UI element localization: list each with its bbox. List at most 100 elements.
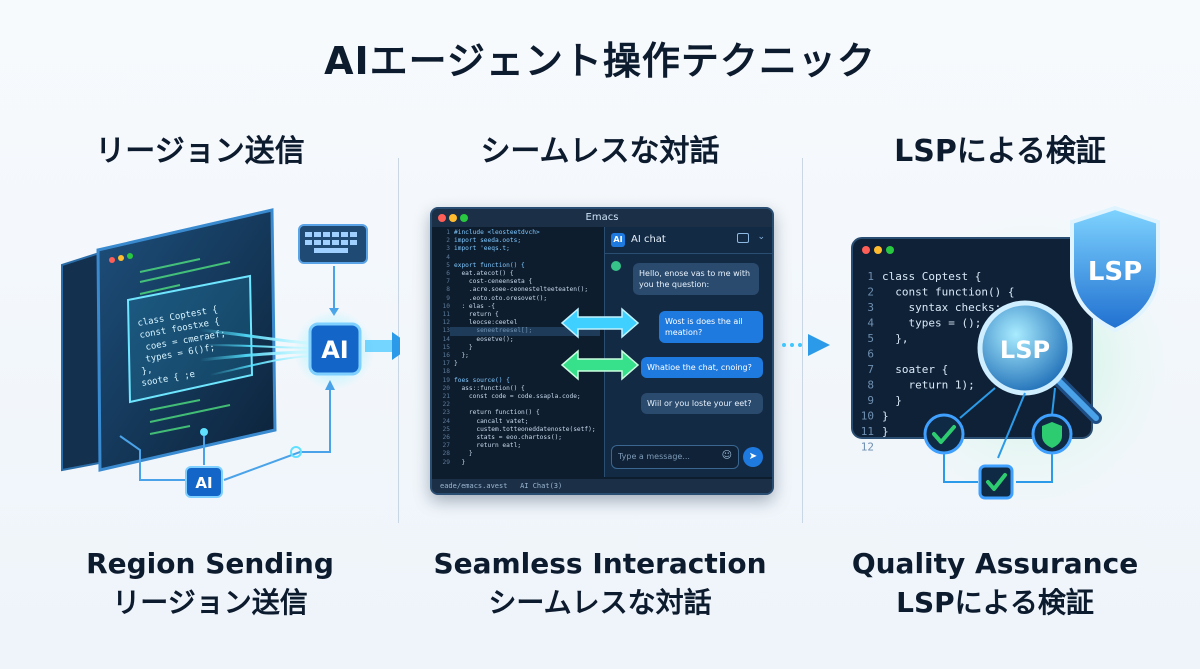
chat-bubble-icon[interactable] <box>737 233 749 243</box>
caption-region-sending: Region Sending リージョン送信 <box>10 546 410 624</box>
code-line: }; <box>454 352 469 360</box>
ai-badge-small: AI <box>185 466 223 498</box>
close-icon[interactable] <box>438 214 446 222</box>
line-number: 11 <box>442 311 450 319</box>
heading-region-sending: リージョン送信 <box>95 134 305 169</box>
line-number: 17 <box>442 360 450 368</box>
line-number: 9 <box>867 394 874 407</box>
line-number: 15 <box>442 343 450 351</box>
code-line: custem.totteoneddatenoste(setf); <box>454 425 596 433</box>
code-line: #include <leosteetdvch> <box>454 229 540 236</box>
emoji-icon[interactable]: ☺ <box>721 450 732 461</box>
code-line: } <box>882 394 902 407</box>
line-number: 13 <box>442 327 450 335</box>
caption-ja: シームレスな対話 <box>488 586 712 619</box>
line-number: 3 <box>446 245 450 253</box>
heading-seamless-interaction: シームレスな対話 <box>480 134 720 169</box>
lsp-code: class Coptest { const function() { synta… <box>882 270 1014 438</box>
line-number: 25 <box>442 425 450 433</box>
code-line: return 1); <box>882 379 975 392</box>
code-editor[interactable]: #include <leosteetdvch>import seeda.oots… <box>454 229 602 467</box>
line-number: 27 <box>442 442 450 450</box>
code-line: cancalt vatet; <box>454 417 529 425</box>
exchange-arrows <box>560 307 640 381</box>
line-number: 26 <box>442 434 450 442</box>
emacs-titlebar: Emacs <box>432 209 772 227</box>
code-line: soater { <box>882 363 948 376</box>
code-line: leocse:ceetel <box>454 319 518 327</box>
code-line: return eatl; <box>454 442 522 450</box>
code-line: return function() { <box>454 409 540 417</box>
code-line: } <box>882 410 889 423</box>
code-line: return { <box>454 311 499 319</box>
heading-lsp-verification: LSPによる検証 <box>894 134 1106 169</box>
line-number: 24 <box>442 417 450 425</box>
code-line: } <box>454 343 473 351</box>
line-number: 28 <box>442 450 450 458</box>
caption-ja: リージョン送信 <box>112 586 308 619</box>
code-line: export function() { <box>454 261 525 269</box>
magnifier-label: LSP <box>1000 336 1050 364</box>
code-line: : elas -{ <box>454 302 495 310</box>
code-line: .eoto.oto.oresovet(); <box>454 294 548 302</box>
emacs-window-title: Emacs <box>585 212 619 223</box>
line-number: 6 <box>446 270 450 278</box>
check-box-icon <box>978 464 1014 500</box>
code-line: class Coptest { <box>882 270 981 283</box>
code-line: eosetve(); <box>454 335 514 343</box>
shield-label: LSP <box>1088 257 1142 287</box>
chat-title: AI chat <box>631 234 666 245</box>
maximize-icon[interactable] <box>460 214 468 222</box>
chat-message-ai: Hello, enose vas to me with you the ques… <box>633 263 759 295</box>
code-line: } <box>454 458 466 466</box>
code-line: } <box>454 450 473 458</box>
status-bar: eade/emacs.avest AI Chat(3) <box>432 479 772 493</box>
line-number: 12 <box>442 319 450 327</box>
shield-icon: LSP <box>1070 205 1160 333</box>
line-number: 10 <box>442 302 450 310</box>
region-code-line: }, <box>141 365 153 377</box>
ai-badge-small-label: AI <box>195 474 212 492</box>
caption-en: Seamless Interaction <box>433 547 767 580</box>
code-line: syntax checks: <box>882 301 1001 314</box>
line-number: 3 <box>867 301 874 314</box>
chat-input[interactable]: Type a message... ☺ <box>611 445 739 469</box>
code-line: .acre.soee-ceonestelteeteaten(); <box>454 286 589 294</box>
code-line: import seeda.oots; <box>454 237 522 245</box>
code-screen: class Coptest { const foostxe { coes = c… <box>96 208 277 472</box>
line-number: 16 <box>442 352 450 360</box>
ai-badge-large-label: AI <box>321 336 349 364</box>
line-number: 8 <box>867 379 874 392</box>
ai-chat-pane: AI AI chat ⌄ Hello, enose vas to me with… <box>604 227 772 477</box>
line-number: 22 <box>442 401 450 409</box>
line-number: 20 <box>442 384 450 392</box>
line-number: 2 <box>867 286 874 299</box>
minimize-icon[interactable] <box>449 214 457 222</box>
code-line: stats = eoo.chartoss(); <box>454 434 563 442</box>
line-number: 5 <box>446 261 450 269</box>
line-number: 11 <box>861 425 874 438</box>
chevron-down-icon[interactable]: ⌄ <box>757 232 765 242</box>
line-number: 21 <box>442 393 450 401</box>
line-number: 1 <box>446 229 450 236</box>
caption-en: Quality Assurance <box>851 547 1139 580</box>
caption-ja: LSPによる検証 <box>896 586 1094 619</box>
arrow-right-icon <box>782 334 830 356</box>
double-arrow-icon <box>560 349 640 381</box>
caption-en: Region Sending <box>86 547 334 580</box>
line-number: 5 <box>867 332 874 345</box>
divider <box>802 158 803 523</box>
send-button[interactable]: ➤ <box>743 447 763 467</box>
caption-seamless-interaction: Seamless Interaction シームレスな対話 <box>400 546 800 624</box>
code-line: types = (); <box>882 317 981 330</box>
code-line: eat.atecot() { <box>454 270 514 278</box>
line-number: 12 <box>861 441 874 454</box>
chat-message-user: Whatioe the chat, cnoing? <box>641 357 763 378</box>
line-number: 14 <box>442 335 450 343</box>
line-number: 7 <box>867 363 874 376</box>
page-title: AIエージェント操作テクニック <box>324 39 876 83</box>
line-number: 4 <box>446 253 450 261</box>
